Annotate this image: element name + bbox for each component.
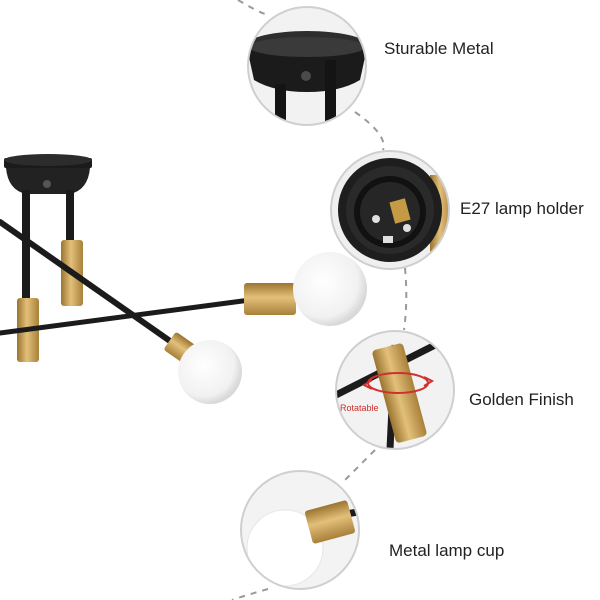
label-lamp-cup: Metal lamp cup [389,541,505,560]
label-sturable-metal: Sturable Metal [384,39,494,58]
detail-lamp-holder [330,150,450,270]
chandelier [0,154,367,404]
detail-canopy [247,6,367,126]
label-lamp-holder: E27 lamp holder [460,199,584,218]
detail-lamp-cup [240,470,360,590]
label-golden-finish: Golden Finish [469,390,574,409]
rotatable-tag: Rotatable [340,403,379,413]
detail-golden-finish: Rotatable [335,330,455,450]
